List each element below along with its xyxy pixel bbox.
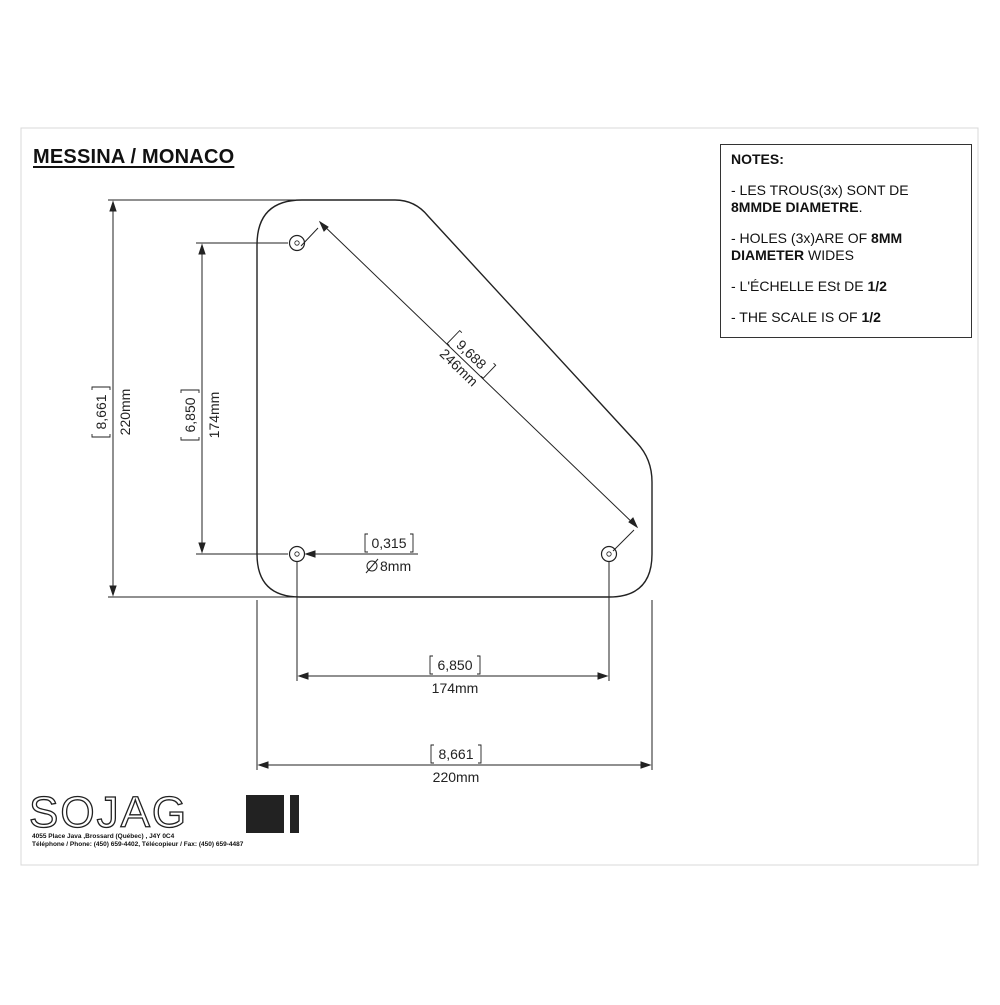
note-text: - LES TROUS(3x) SONT DE [731, 182, 909, 198]
hole-width-mm: 174mm [432, 680, 479, 696]
page-frame [20, 127, 979, 866]
hole-width-dimension [296, 562, 610, 681]
diagonal-dimension [300, 220, 639, 552]
plate-outline [256, 199, 653, 598]
notes-heading: NOTES: [731, 151, 784, 167]
diameter-symbol-icon [365, 558, 379, 574]
note-holes-fr: - LES TROUS(3x) SONT DE 8MMDE DIAMETRE. [731, 182, 961, 216]
hole-width-in: 6,850 [437, 657, 472, 673]
note-bold: 1/2 [861, 309, 881, 325]
hole-top-left [288, 234, 306, 252]
note-text: WIDES [804, 247, 854, 263]
note-holes-en: - HOLES (3x)ARE OF 8MM DIAMETER WIDES [731, 230, 961, 264]
note-bold: 8MM DIAMETER [731, 230, 903, 263]
hole-diameter-label: 0,315 8mm [364, 533, 414, 574]
drawing-title: MESSINA / MONACO [33, 146, 235, 168]
hole-dia-in: 0,315 [371, 535, 406, 551]
overall-height-label: 8,661 220mm [91, 386, 133, 438]
phone-line: Téléphone / Phone: (450) 659-4402, Téléc… [32, 841, 244, 848]
company-address: 4055 Place Java ,Brossard (Québec) , J4Y… [32, 833, 243, 849]
logo-wordmark: SOJAG [28, 787, 189, 837]
note-bold: 1/2 [867, 278, 887, 294]
hole-height-label: 6,850 174mm [180, 389, 222, 441]
diagonal-label: 9,688 246mm [437, 329, 497, 389]
note-scale-en: - THE SCALE IS OF 1/2 [731, 309, 961, 326]
note-scale-fr: - L'ÉCHELLE ESt DE 1/2 [731, 278, 961, 295]
overall-height-dimension [108, 199, 300, 598]
hole-dia-mm: 8mm [380, 558, 411, 574]
note-bold: 8MMDE DIAMETRE [731, 199, 859, 215]
overall-height-in: 8,661 [93, 394, 109, 429]
logo-square-icon [246, 795, 284, 833]
overall-height-mm: 220mm [117, 389, 133, 436]
hole-bottom-right [600, 545, 618, 563]
note-text: - L'ÉCHELLE ESt DE [731, 278, 868, 294]
address-line: 4055 Place Java ,Brossard (Québec) , J4Y… [32, 833, 175, 840]
overall-width-label: 8,661 220mm [430, 744, 482, 785]
hole-bottom-left [288, 545, 306, 563]
logo-bar-icon [290, 795, 299, 833]
notes-box: NOTES: - LES TROUS(3x) SONT DE 8MMDE DIA… [720, 144, 972, 338]
overall-width-in: 8,661 [438, 746, 473, 762]
hole-height-dimension [196, 242, 288, 555]
hole-height-mm: 174mm [206, 392, 222, 439]
hole-width-label: 6,850 174mm [429, 655, 481, 696]
overall-width-mm: 220mm [433, 769, 480, 785]
note-text: - HOLES (3x)ARE OF [731, 230, 872, 246]
hole-diameter-leader [304, 550, 418, 558]
sojag-logo: SOJAG 4055 Place Java ,Brossard (Québec)… [24, 787, 302, 858]
note-text: - THE SCALE IS OF [731, 309, 862, 325]
overall-width-dimension [256, 600, 653, 770]
hole-height-in: 6,850 [182, 397, 198, 432]
note-text: . [858, 199, 863, 215]
